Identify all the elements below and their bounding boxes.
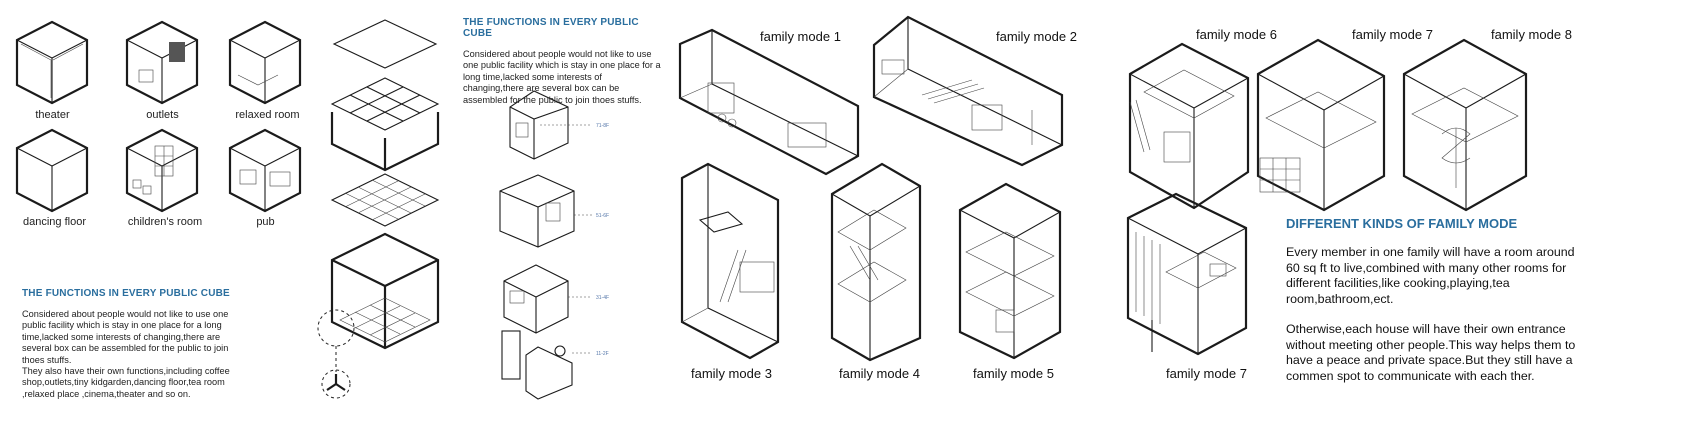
family-mode-1-label: family mode 1 <box>760 29 841 44</box>
cube-relaxed-room <box>228 20 302 105</box>
floor-tick-2: 51-6F <box>596 213 609 219</box>
left-text-block: THE FUNCTIONS IN EVERY PUBLIC CUBE Consi… <box>22 288 247 400</box>
cube-label-theater: theater <box>35 109 70 121</box>
family-mode-2-drawing <box>872 15 1064 167</box>
cube-childrens-room <box>125 128 199 213</box>
cube-label-relaxed-room: relaxed room <box>235 109 300 121</box>
cube-pub <box>228 128 302 213</box>
family-mode-5-drawing <box>958 182 1062 360</box>
family-mode-2-label: family mode 2 <box>996 29 1077 44</box>
left-body: Considered about people would not like t… <box>22 309 229 365</box>
family-mode-8-drawing <box>1402 38 1528 212</box>
left-heading: THE FUNCTIONS IN EVERY PUBLIC CUBE <box>22 288 230 299</box>
middle-heading: THE FUNCTIONS IN EVERY PUBLIC CUBE <box>463 17 639 39</box>
cube-dancing-floor <box>15 128 89 213</box>
cube-label-dancing-floor: dancing floor <box>23 216 86 228</box>
family-mode-6-drawing <box>1128 42 1250 210</box>
family-mode-4-label: family mode 4 <box>839 366 920 381</box>
right-text-block: DIFFERENT KINDS OF FAMILY MODE Every mem… <box>1286 216 1586 399</box>
cube-label-childrens-room: children's room <box>127 216 203 228</box>
left-body-2: They also have their own functions,inclu… <box>22 366 230 399</box>
exploded-cube-diagram <box>317 19 440 399</box>
right-para-2: Otherwise,each house will have their own… <box>1286 322 1576 383</box>
right-para-1: Every member in one family will have a r… <box>1286 245 1575 306</box>
cube-label-pub: pub <box>256 216 275 228</box>
cube-label-outlets: outlets <box>146 109 179 121</box>
cube-theater <box>15 20 89 105</box>
family-mode-7-label: family mode 7 <box>1352 27 1433 42</box>
floor-tick-3: 31-4F <box>596 295 609 301</box>
family-mode-3-label: family mode 3 <box>691 366 772 381</box>
family-mode-4-drawing <box>830 162 922 362</box>
family-mode-7b-drawing <box>1126 192 1248 356</box>
right-heading: DIFFERENT KINDS OF FAMILY MODE <box>1286 216 1518 231</box>
family-mode-7b-label: family mode 7 <box>1166 366 1247 381</box>
family-mode-1-drawing <box>678 28 860 176</box>
family-mode-7-drawing <box>1256 38 1386 212</box>
cube-outlets <box>125 20 199 105</box>
family-mode-3-drawing <box>680 162 780 360</box>
floor-tick-1: 71-8F <box>596 123 609 129</box>
floor-tick-4: 11-2F <box>596 351 609 357</box>
family-mode-8-label: family mode 8 <box>1491 27 1572 42</box>
family-mode-6-label: family mode 6 <box>1196 27 1277 42</box>
stacked-cube-cluster: 71-8F 51-6F 31-4F 11-2F <box>499 90 609 400</box>
family-mode-5-label: family mode 5 <box>973 366 1054 381</box>
